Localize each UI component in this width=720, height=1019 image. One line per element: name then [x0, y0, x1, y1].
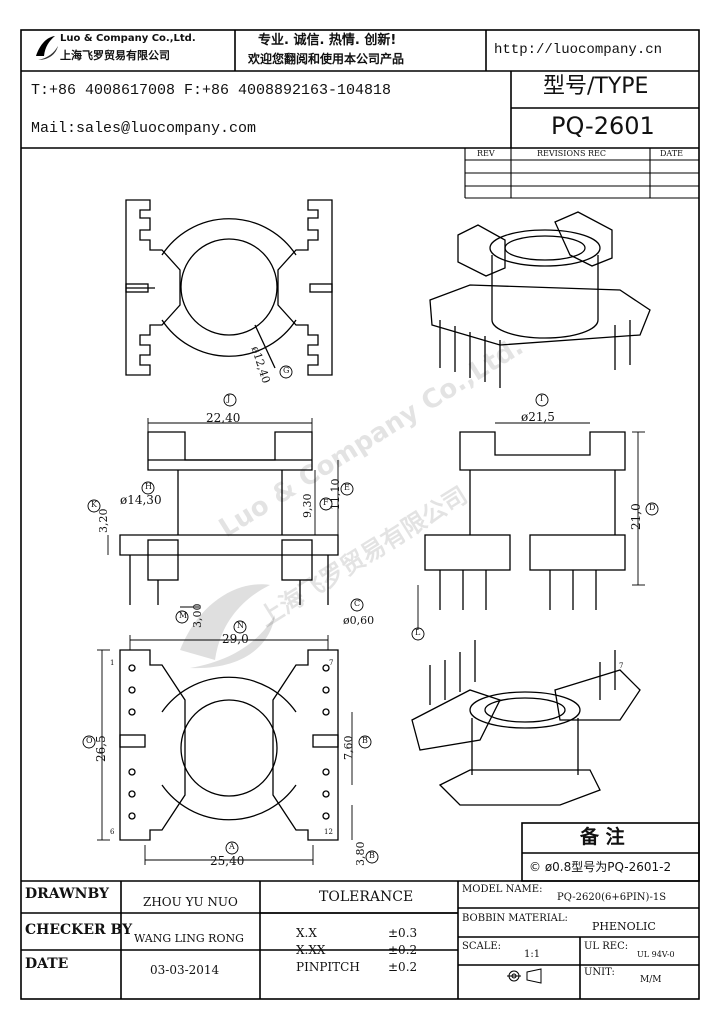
contact-mail[interactable]: Mail:sales@luocompany.com: [31, 120, 257, 137]
tolerance-xx-value: ±0.3: [388, 926, 418, 940]
dim-i-value: ø21,5: [521, 410, 555, 424]
pin-label-iso: 7: [619, 662, 624, 670]
date-column: DATE: [660, 149, 683, 158]
dim-a-value: 25,40: [210, 854, 245, 868]
dim-j-value: 22,40: [206, 411, 241, 425]
unit-value: M/M: [640, 975, 662, 985]
pin-label-7: 7: [329, 659, 334, 667]
dim-o-mark: O: [86, 736, 93, 745]
sheet-border: [20, 29, 700, 1000]
dim-l-mark: L: [415, 628, 421, 637]
contact-phone: T:+86 4008617008 F:+86 4008892163-104818: [31, 82, 392, 99]
website-link[interactable]: http://luocompany.cn: [494, 42, 663, 58]
model-name-value: PQ-2620(6+6PIN)-1S: [557, 892, 667, 903]
date-label: DATE: [25, 956, 69, 972]
pin-label-6: 6: [110, 828, 115, 836]
bottom-plan-view: [119, 649, 339, 841]
tolerance-xxx-key: X.XX: [296, 943, 326, 957]
scale-label: SCALE:: [462, 941, 502, 952]
slogan-line-1: 专业. 诚信. 热情. 创新!: [258, 33, 397, 48]
dim-h-mark: H: [145, 482, 152, 491]
model-number: PQ-2601: [551, 112, 655, 140]
dim-f-mark: F: [323, 498, 329, 507]
technical-views: [97, 199, 651, 865]
notes-title: 备 注: [580, 826, 625, 848]
rev-column: REV: [477, 149, 495, 158]
type-label: 型号/TYPE: [543, 74, 649, 99]
dim-c-mark: C: [354, 599, 361, 608]
tolerance-pitch-value: ±0.2: [388, 960, 418, 974]
bobbin-material-label: BOBBIN MATERIAL:: [462, 913, 568, 924]
dim-n-value: 29,0: [222, 632, 249, 646]
tolerance-pitch-key: PINPITCH: [296, 960, 360, 974]
ul-rec-label: UL REC:: [584, 941, 629, 952]
notes-line-1: © ø0.8型号为PQ-2601-2: [529, 860, 672, 874]
bobbin-material-value: PHENOLIC: [592, 920, 656, 933]
dim-n-mark: N: [237, 621, 244, 630]
checker-label: CHECKER BY: [25, 922, 133, 938]
dim-r-mark: B: [369, 851, 375, 860]
ul-rec-value: UL 94V-0: [637, 950, 675, 959]
dim-j-mark: J: [227, 394, 231, 403]
pin-label-12: 12: [324, 828, 333, 836]
dim-i-mark: I: [540, 394, 544, 403]
tolerance-xx-key: X.X: [296, 926, 317, 940]
drawn-by-label: DRAWNBY: [25, 886, 110, 902]
revisions-rec-column: REVISIONS REC: [537, 149, 607, 158]
isometric-view-lower: [411, 640, 641, 806]
dimension-markers: [82, 365, 659, 864]
side-elevation-view: [424, 431, 626, 610]
dim-m-mark: M: [179, 611, 188, 620]
dim-d-mark: D: [649, 503, 656, 512]
dim-g-mark: G: [283, 366, 290, 375]
dimension-lines: [97, 418, 645, 865]
company-logo-icon: [36, 36, 58, 60]
dim-b-mark: B: [362, 736, 368, 745]
date-value: 03-03-2014: [150, 963, 220, 977]
dim-c-value: ø0,60: [343, 614, 375, 627]
isometric-view-upper: [429, 211, 651, 388]
watermark-logo-icon: [180, 584, 275, 669]
dim-h-value: ø14,30: [120, 493, 162, 507]
dim-e-mark: E: [344, 483, 350, 492]
company-name-cn: 上海飞罗贸易有限公司: [60, 49, 170, 62]
top-plan-view: [125, 199, 333, 376]
dim-a-mark: A: [229, 842, 235, 851]
dim-k-mark: K: [91, 500, 97, 509]
checker-value: WANG LING RONG: [134, 932, 244, 945]
scale-value: 1:1: [524, 949, 541, 960]
tolerance-label: TOLERANCE: [319, 889, 414, 905]
unit-label: UNIT:: [584, 967, 615, 978]
tolerance-xxx-value: ±0.2: [388, 943, 418, 957]
pin-label-1: 1: [110, 659, 115, 667]
drawn-by-value: ZHOU YU NUO: [143, 895, 238, 909]
slogan-line-2: 欢迎您翻阅和使用本公司产品: [248, 52, 405, 66]
model-name-label: MODEL NAME:: [462, 884, 543, 895]
company-name-en: Luo & Company Co.,Ltd.: [60, 33, 196, 44]
